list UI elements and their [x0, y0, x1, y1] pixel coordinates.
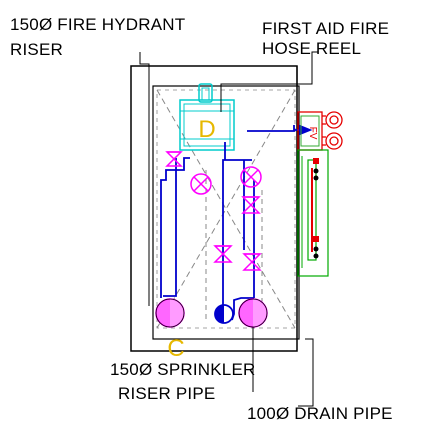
shaft-opening-diagonal-2	[156, 89, 296, 329]
drain-pipe-label: 100Ø DRAIN PIPE	[247, 404, 393, 423]
sprinkler-riser-pipe	[238, 298, 268, 328]
alarm-valve-icon	[240, 166, 262, 188]
fire-hydrant-leader	[139, 52, 150, 306]
hose-reel-label-line1: FIRST AID FIRE	[262, 19, 390, 38]
gauge-marker-top	[313, 158, 319, 181]
fire-valve-outlet-top	[322, 111, 343, 129]
shaft-outer-wall	[130, 65, 298, 352]
drain-valve-icon	[242, 253, 262, 271]
hose-reel-label-line2: HOSE REEL	[262, 39, 362, 58]
stop-valve-icon	[213, 245, 233, 263]
drain-pipe-leader	[298, 338, 314, 407]
gate-valve-icon	[165, 151, 183, 167]
shaft-opening-dashed	[156, 89, 296, 329]
hose-reel-leader	[220, 51, 318, 112]
fire-hydrant-label-line1: 150Ø FIRE HYDRANT	[10, 15, 186, 34]
check-valve-icon	[190, 173, 212, 195]
fire-hydrant-riser-pipe	[155, 298, 185, 328]
fire-valve-letters: FV	[307, 127, 318, 140]
drain-pipe-circle	[214, 304, 234, 324]
shaft-inner-wall	[152, 85, 300, 340]
butterfly-valve-icon	[241, 196, 261, 214]
fire-valve-outlet-bottom	[322, 132, 343, 150]
drain-letter: C	[167, 335, 184, 362]
fire-hydrant-label-line2: RISER	[10, 40, 63, 59]
sprinkler-label-line2: RISER PIPE	[118, 384, 216, 403]
gauge-marker-bottom	[313, 236, 319, 259]
hose-reel-letter: D	[198, 116, 215, 143]
gauge-panel	[297, 149, 329, 277]
blue-pipework	[160, 124, 313, 321]
hose-reel-icon	[179, 83, 235, 151]
sprinkler-label-line1: 150Ø SPRINKLER	[110, 360, 256, 379]
